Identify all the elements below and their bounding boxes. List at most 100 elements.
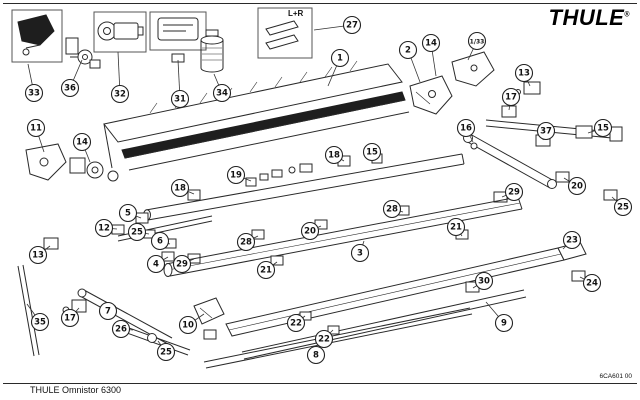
svg-text:15: 15 bbox=[366, 148, 378, 158]
inset-box-control-unit bbox=[149, 11, 207, 63]
callout-14: 14 bbox=[72, 132, 92, 152]
svg-text:22: 22 bbox=[290, 319, 302, 329]
svg-text:3: 3 bbox=[357, 249, 363, 259]
left-endcap-assembly bbox=[25, 143, 67, 181]
doc-code: 6CA601 00 bbox=[599, 373, 632, 380]
callout-11: 11 bbox=[26, 118, 46, 138]
svg-text:15: 15 bbox=[597, 124, 609, 134]
callout-19: 19 bbox=[226, 165, 246, 185]
callout-14: 14 bbox=[421, 33, 441, 53]
callout-35: 35 bbox=[30, 312, 50, 332]
callout-27: 27 bbox=[342, 15, 362, 35]
callout-28: 28 bbox=[382, 199, 402, 219]
svg-text:28: 28 bbox=[386, 205, 398, 215]
inset-box-endcap bbox=[11, 9, 63, 63]
callout-26: 26 bbox=[111, 319, 131, 339]
svg-text:2: 2 bbox=[405, 46, 411, 56]
callout-18: 18 bbox=[170, 178, 190, 198]
svg-text:4: 4 bbox=[153, 260, 159, 270]
svg-text:37: 37 bbox=[540, 127, 552, 137]
callout-9: 9 bbox=[494, 313, 514, 333]
cassette-body bbox=[69, 91, 410, 182]
svg-text:9: 9 bbox=[501, 319, 507, 329]
pulley-bracket-parts bbox=[65, 37, 101, 69]
callout-6: 6 bbox=[150, 231, 170, 251]
callout-15: 15 bbox=[362, 142, 382, 162]
svg-text:27: 27 bbox=[346, 21, 358, 31]
callout-34: 34 bbox=[212, 83, 232, 103]
frame-lines bbox=[3, 3, 637, 384]
svg-text:32: 32 bbox=[114, 90, 126, 100]
callout-3: 3 bbox=[350, 243, 370, 263]
middle-rail bbox=[241, 289, 527, 360]
callout-20: 20 bbox=[567, 176, 587, 196]
svg-text:36: 36 bbox=[64, 84, 76, 94]
callout-25: 25 bbox=[613, 197, 633, 217]
svg-text:26: 26 bbox=[115, 325, 127, 335]
thule-logo: THULE® bbox=[549, 5, 631, 31]
svg-text:23: 23 bbox=[566, 236, 578, 246]
inset-box-motor bbox=[93, 11, 147, 53]
endcap-right bbox=[409, 75, 453, 115]
callout-7: 7 bbox=[98, 301, 118, 321]
callout-32: 32 bbox=[110, 84, 130, 104]
callout-31: 31 bbox=[170, 89, 190, 109]
callout-24: 24 bbox=[582, 273, 602, 293]
svg-text:13: 13 bbox=[518, 69, 530, 79]
callout-18: 18 bbox=[324, 145, 344, 165]
callout-1: 1 bbox=[330, 48, 350, 68]
drawing-title: THULE Omnistor 6300 bbox=[30, 385, 122, 395]
callout-15: 15 bbox=[593, 118, 613, 138]
callout-29: 29 bbox=[172, 254, 192, 274]
svg-text:33: 33 bbox=[28, 89, 40, 99]
callout-13: 13 bbox=[28, 245, 48, 265]
callout-23: 23 bbox=[562, 230, 582, 250]
callout-13: 13 bbox=[514, 63, 534, 83]
svg-text:1: 1 bbox=[337, 54, 343, 64]
svg-text:28: 28 bbox=[240, 238, 252, 248]
callout-4: 4 bbox=[146, 254, 166, 274]
foot-pad bbox=[193, 297, 225, 340]
svg-text:8: 8 bbox=[313, 351, 319, 361]
svg-text:13: 13 bbox=[32, 251, 44, 261]
callout-30: 30 bbox=[474, 271, 494, 291]
svg-text:5: 5 bbox=[125, 209, 131, 219]
callout-17: 17 bbox=[501, 87, 521, 107]
callout-28: 28 bbox=[236, 232, 256, 252]
callout-17: 17 bbox=[60, 308, 80, 328]
callout-1-33: 1/33 bbox=[467, 31, 487, 51]
bottom-rail bbox=[203, 307, 473, 369]
hardware-row bbox=[245, 163, 313, 187]
svg-text:14: 14 bbox=[76, 138, 88, 148]
callout-5: 5 bbox=[118, 203, 138, 223]
svg-text:12: 12 bbox=[98, 224, 110, 234]
svg-text:16: 16 bbox=[460, 124, 472, 134]
callout-37: 37 bbox=[536, 121, 556, 141]
svg-text:20: 20 bbox=[304, 227, 316, 237]
callout-21: 21 bbox=[256, 260, 276, 280]
fabric-roll bbox=[163, 196, 523, 277]
svg-text:30: 30 bbox=[478, 277, 490, 287]
svg-text:21: 21 bbox=[260, 266, 272, 276]
callout-33: 33 bbox=[24, 83, 44, 103]
endcap-right-upper bbox=[451, 51, 495, 87]
svg-text:18: 18 bbox=[174, 184, 186, 194]
svg-text:35: 35 bbox=[34, 318, 46, 328]
logo-text: THULE bbox=[548, 5, 625, 30]
svg-text:24: 24 bbox=[586, 279, 598, 289]
svg-text:18: 18 bbox=[328, 151, 340, 161]
svg-text:14: 14 bbox=[425, 39, 437, 49]
callout-10: 10 bbox=[178, 315, 198, 335]
svg-text:25: 25 bbox=[617, 203, 629, 213]
svg-text:7: 7 bbox=[105, 307, 111, 317]
svg-text:6: 6 bbox=[157, 237, 163, 247]
callout-21: 21 bbox=[446, 217, 466, 237]
svg-text:10: 10 bbox=[182, 321, 194, 331]
callout-16: 16 bbox=[456, 118, 476, 138]
callout-25: 25 bbox=[156, 342, 176, 362]
lr-label: L+R bbox=[288, 9, 304, 18]
callout-36: 36 bbox=[60, 78, 80, 98]
svg-text:20: 20 bbox=[571, 182, 583, 192]
